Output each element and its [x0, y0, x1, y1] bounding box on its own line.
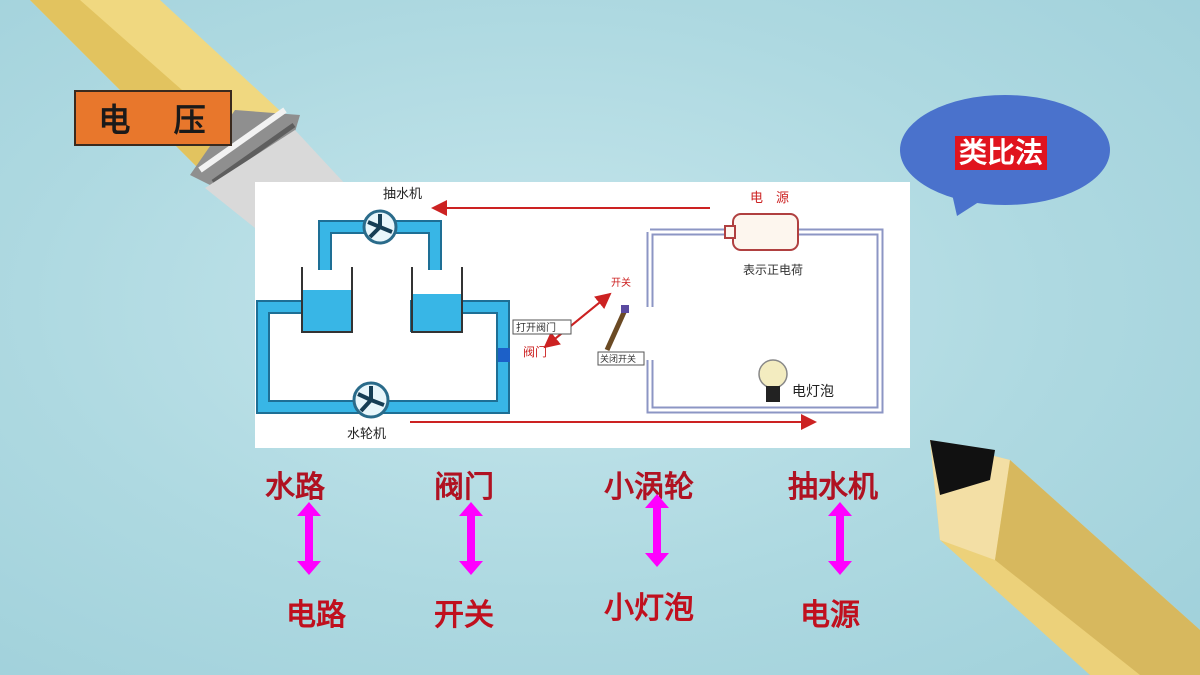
water-circuit-analogy-diagram: 抽水机 电 源 表示正电荷 开关 打开阀门 阀门 关闭开关 电灯泡 水轮机	[255, 182, 910, 448]
pair-1-electric: 电路	[286, 598, 346, 633]
label-bulb: 电灯泡	[792, 384, 834, 400]
label-positive-charge: 表示正电荷	[743, 263, 803, 277]
label-water-wheel: 水轮机	[347, 427, 386, 442]
water-wheel-icon	[352, 381, 390, 419]
double-arrow-1	[297, 502, 321, 575]
valve-icon	[498, 348, 510, 362]
label-valve: 阀门	[523, 344, 547, 359]
label-power-source: 电 源	[750, 191, 789, 206]
pair-3-electric: 小灯泡	[604, 591, 694, 626]
double-arrow-2	[459, 502, 483, 575]
switch-icon	[604, 305, 629, 352]
double-arrow-4	[828, 502, 852, 575]
pair-2-electric: 开关	[434, 598, 494, 633]
diagram-svg: 抽水机 电 源 表示正电荷 开关 打开阀门 阀门 关闭开关 电灯泡 水轮机	[256, 187, 884, 442]
pair-1-water: 水路	[265, 470, 325, 505]
light-bulb-icon	[758, 359, 788, 402]
label-open-valve: 打开阀门	[516, 321, 556, 334]
bubble-label: 类比法	[955, 136, 1048, 170]
pair-4-electric: 电源	[800, 598, 860, 633]
water-tank-right	[411, 267, 463, 333]
pencil-bottom-decoration	[930, 440, 1200, 675]
battery-icon	[724, 213, 799, 251]
double-arrow-3	[645, 494, 669, 567]
label-pump: 抽水机	[383, 187, 422, 202]
slide-title: 电 压	[74, 90, 232, 146]
pair-3-water: 小涡轮	[604, 470, 694, 505]
pump-icon	[362, 209, 398, 245]
water-tank-left	[301, 267, 353, 333]
label-close-switch: 关闭开关	[600, 353, 636, 365]
pair-2-water: 阀门	[434, 470, 494, 505]
pair-4-water: 抽水机	[788, 470, 878, 505]
label-switch: 开关	[611, 276, 631, 289]
